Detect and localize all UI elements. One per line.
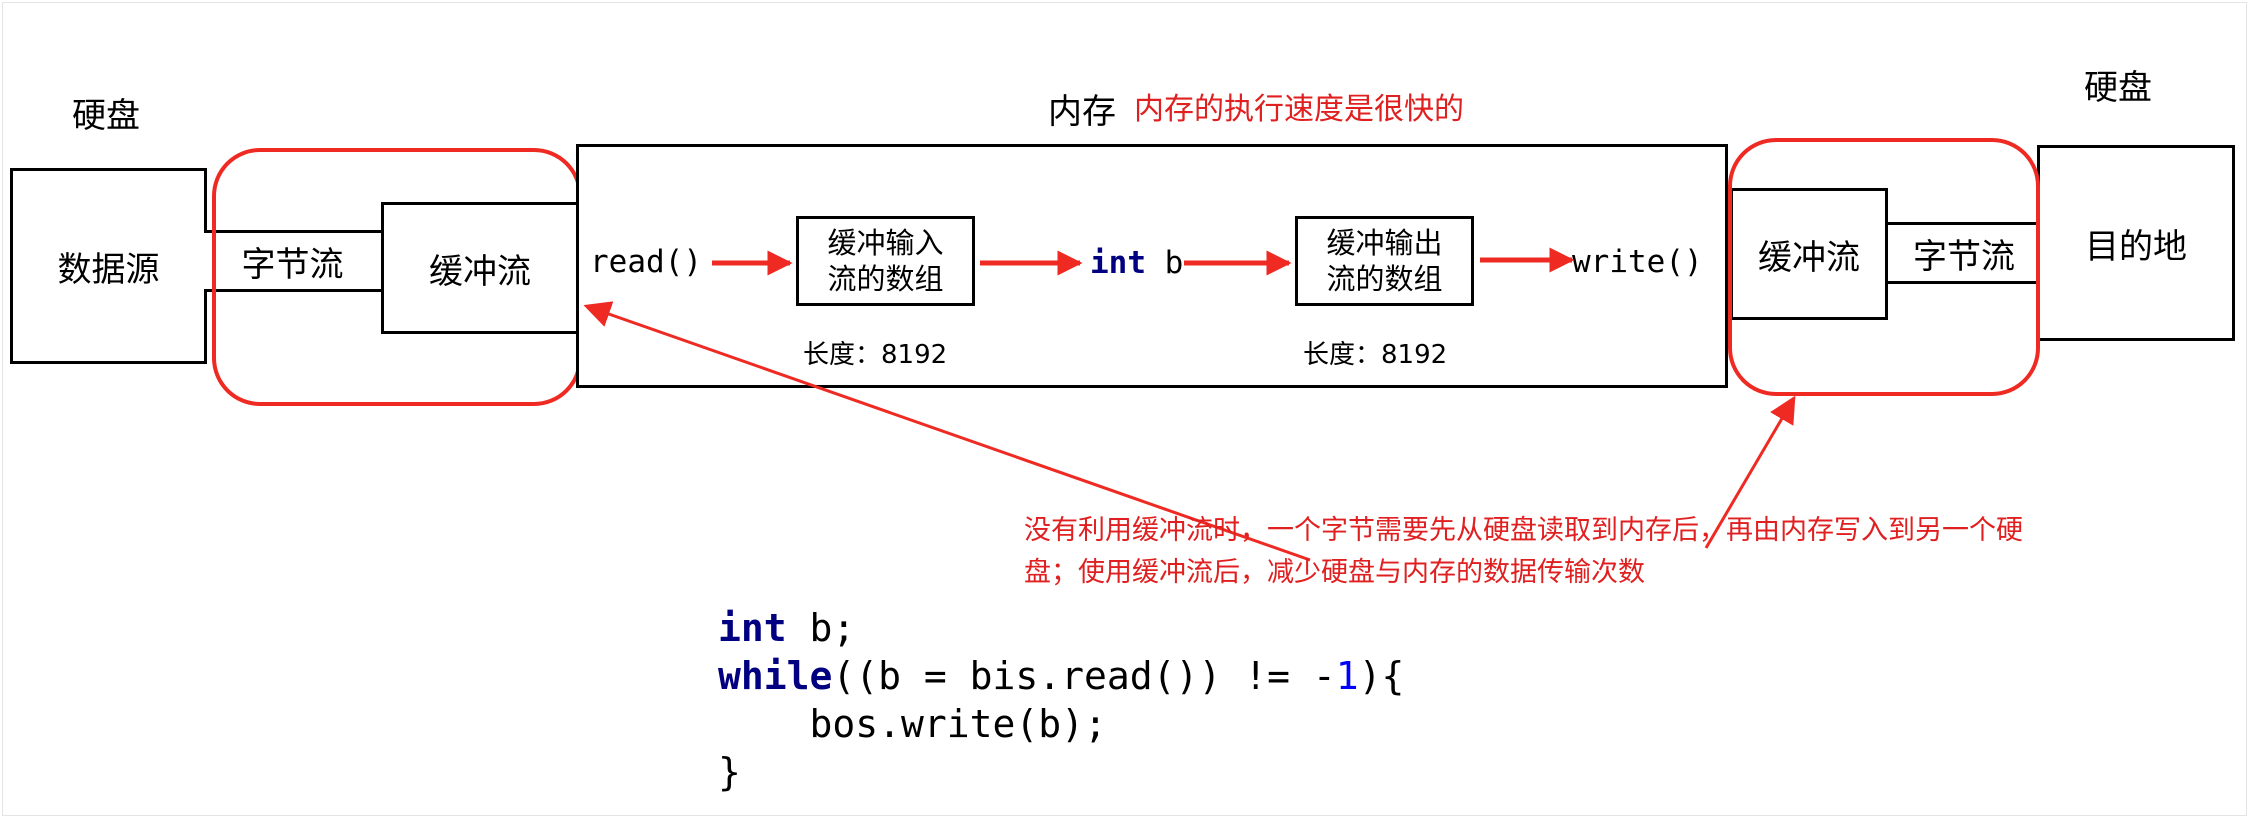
right-buffer-stream-label: 缓冲流 [1758,237,1860,278]
left-highlight-outline [212,148,582,406]
code-line-3: bos.write(b); [718,702,1107,746]
code-line-2-mid: ((b = bis.read()) != - [832,654,1336,698]
left-byte-stream-label: 字节流 [241,244,344,285]
code-line-1: int b; [718,606,855,650]
output-array-box: 缓冲输出 流的数组 [1295,216,1474,306]
code-line-2-end: ){ [1358,654,1405,698]
output-array-line1: 缓冲输出 [1326,226,1443,260]
right-byte-stream-box: 字节流 [1885,222,2040,284]
code-keyword-int: int [718,606,787,650]
input-array-length: 长度：8192 [803,340,948,370]
code-number-literal: 1 [1335,654,1359,698]
write-call: write() [1572,244,1703,280]
data-source-label: 数据源 [57,249,160,290]
left-buffer-stream-label: 缓冲流 [429,251,531,292]
right-disk-title: 硬盘 [2084,68,2152,108]
left-buffer-stream-box: 缓冲流 [381,202,579,334]
destination-box: 目的地 [2037,145,2235,341]
code-line-1-rest: b; [786,606,856,650]
int-b-label: int b [1090,245,1183,281]
code-keyword-while: while [718,654,833,698]
left-byte-stream-box: 字节流 [204,230,384,292]
code-line-4: } [718,750,741,794]
right-highlight-outline [1728,138,2040,396]
left-disk-title: 硬盘 [72,96,140,136]
right-buffer-stream-box: 缓冲流 [1730,188,1888,320]
int-keyword: int [1090,245,1146,281]
data-source-box: 数据源 [10,168,207,364]
int-variable: b [1146,245,1184,281]
memory-speed-note: 内存的执行速度是很快的 [1134,92,1464,127]
output-array-length: 长度：8192 [1303,340,1448,370]
output-array-line2: 流的数组 [1326,262,1443,296]
input-array-line2: 流的数组 [827,262,944,296]
annotation-line2: 盘；使用缓冲流后，减少硬盘与内存的数据传输次数 [1024,557,1645,588]
input-array-box: 缓冲输入 流的数组 [796,216,975,306]
input-array-line1: 缓冲输入 [827,226,944,260]
annotation-line1: 没有利用缓冲流时，一个字节需要先从硬盘读取到内存后，再由内存写入到另一个硬 [1024,515,2023,546]
destination-label: 目的地 [2085,226,2187,267]
right-byte-stream-label: 字节流 [1913,236,2015,277]
code-line-2: while((b = bis.read()) != -1){ [718,654,1404,698]
memory-title: 内存 [1048,92,1116,132]
read-call: read() [590,244,702,280]
